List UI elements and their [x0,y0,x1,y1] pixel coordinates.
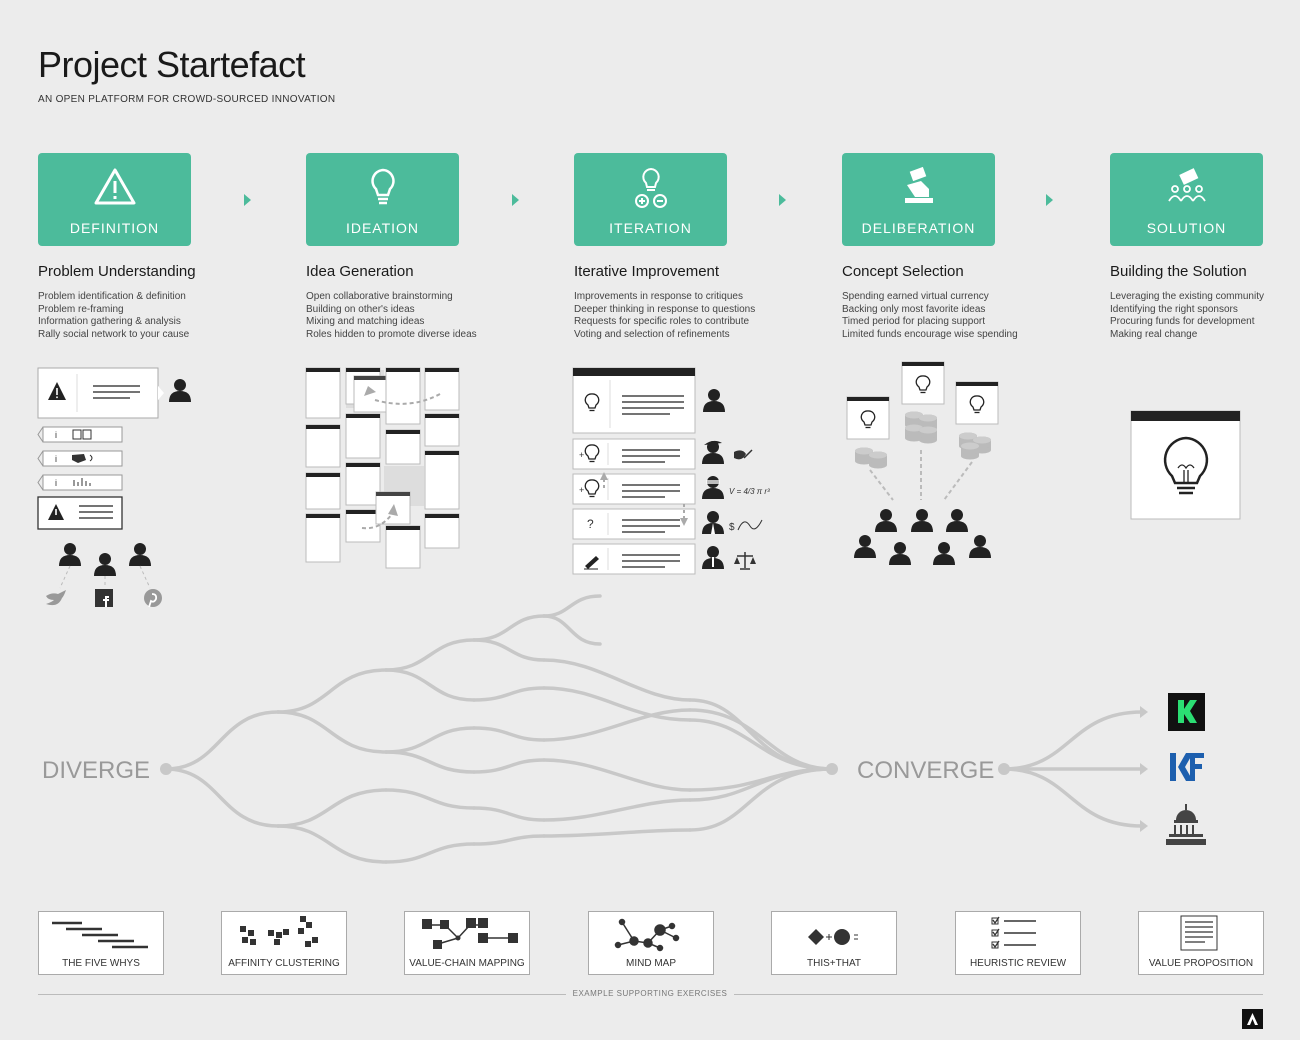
ideation-illustration [305,367,460,569]
description-line: Mixing and matching ideas [306,316,425,327]
warning-icon [94,168,135,205]
brand-logo-icon [1242,1009,1263,1029]
stage-label: DELIBERATION [861,220,976,236]
stage-definition[interactable]: DEFINITION [38,153,191,246]
diverge-branches [164,594,1144,864]
twitter-icon [46,590,66,606]
page-subtitle: AN OPEN PLATFORM FOR CROWD-SOURCED INNOV… [38,94,336,105]
description-line: Open collaborative brainstorming [306,291,453,302]
flow-arrow [512,194,519,206]
kf-logo [1170,753,1204,781]
description-line: Problem re-framing [38,303,124,315]
exercise-label: THIS+THAT [807,958,861,969]
page-title: Project Startefact [38,44,306,85]
exercise-label: HEURISTIC REVIEW [969,958,1067,969]
stage-label: DEFINITION [69,220,160,236]
stage-title: Problem Understanding [38,263,196,280]
description-line: Problem identification & definition [38,291,186,302]
description-line: Information gathering & analysis [38,316,181,327]
voting-hand-icon [904,167,933,203]
svg-text:i: i [55,430,57,440]
deliberation-illustration [846,361,999,565]
exercise-affinity-clustering[interactable]: AFFINITY CLUSTERING [221,911,347,975]
diverge-label: DIVERGE [42,757,150,784]
stage-title: Concept Selection [842,263,964,280]
exercise-heuristic-review[interactable]: HEURISTIC REVIEW [955,911,1081,975]
description-line: Building on other's ideas [306,303,415,315]
description-line: Roles hidden to promote diverse ideas [306,328,477,340]
pinterest-icon [144,589,162,607]
svg-text:i: i [55,454,57,464]
lightbulb-icon [370,168,395,205]
description-line: Identifying the right sponsors [1110,303,1238,315]
exercise-label: VALUE PROPOSITION [1148,958,1254,969]
stage-description: Spending earned virtual currency Backing… [842,291,1018,341]
description-line: Limited funds encourage wise spending [842,328,1018,340]
stage-solution[interactable]: SOLUTION [1110,153,1263,246]
bulb-plus-minus-icon [634,167,667,208]
svg-text:+: + [579,450,584,460]
description-line: Backing only most favorite ideas [842,303,986,315]
description-line: Deeper thinking in response to questions [574,303,756,315]
flow-arrow [779,194,786,206]
description-line: Leveraging the existing community [1110,291,1264,302]
exercise-label: MIND MAP [626,958,676,969]
svg-text:?: ? [587,517,594,531]
exercise-label: THE FIVE WHYS [62,958,140,969]
stage-title: Idea Generation [306,263,414,280]
stage-iteration[interactable]: ITERATION [574,153,727,246]
stage-title: Building the Solution [1110,263,1247,280]
description-line: Improvements in response to critiques [574,291,743,302]
solution-node [998,763,1010,775]
stage-label: ITERATION [609,220,692,236]
description-line: Timed period for placing support [842,316,986,327]
svg-text:i: i [55,478,57,488]
definition-illustration: i i i [37,367,191,608]
svg-text:V = 4/3 π r³: V = 4/3 π r³ [729,487,770,496]
description-line: Spending earned virtual currency [842,291,989,302]
stage-description: Problem identification & definition Prob… [38,291,189,341]
svg-text:+: + [579,485,584,495]
stage-title: Iterative Improvement [574,263,720,280]
footer-divider-left [38,994,566,995]
footer-divider-right [734,994,1263,995]
description-line: Rally social network to your cause [38,328,190,340]
solution-illustration [1130,410,1241,520]
stage-label: IDEATION [345,220,420,236]
converge-label: CONVERGE [857,757,994,784]
description-line: Making real change [1110,328,1198,340]
exercises-caption: EXAMPLE SUPPORTING EXERCISES [572,989,728,998]
kickstarter-logo [1168,693,1205,731]
capitol-icon [1166,804,1206,845]
exercise-label: AFFINITY CLUSTERING [228,958,340,969]
stage-label: SOLUTION [1146,220,1227,236]
stage-description: Improvements in response to critiques De… [574,291,755,341]
exercise-value-proposition[interactable]: VALUE PROPOSITION [1138,911,1264,975]
stage-ideation[interactable]: IDEATION [306,153,459,246]
svg-text:$: $ [729,522,735,533]
flow-arrow [1046,194,1053,206]
exercise-label: VALUE-CHAIN MAPPING [409,958,525,969]
description-line: Voting and selection of refinements [574,328,730,340]
converge-node [826,763,838,775]
description-line: Requests for specific roles to contribut… [574,316,750,327]
stage-description: Leveraging the existing community Identi… [1110,291,1264,341]
exercise-five-whys[interactable]: THE FIVE WHYS [38,911,164,975]
exercise-this-that[interactable]: THIS+THAT [771,911,897,975]
diverge-node [160,763,172,775]
iteration-illustration: + + ? V = 4/3 π r³ $ [572,367,770,575]
stage-deliberation[interactable]: DELIBERATION [842,153,995,246]
team-lifting-icon [1167,168,1206,202]
exercise-value-chain-mapping[interactable]: VALUE-CHAIN MAPPING [404,911,530,975]
exercise-mind-map[interactable]: MIND MAP [588,911,714,975]
facebook-icon [95,589,113,607]
description-line: Procuring funds for development [1110,316,1255,327]
flow-arrow [244,194,251,206]
stage-description: Open collaborative brainstorming Buildin… [306,291,477,341]
